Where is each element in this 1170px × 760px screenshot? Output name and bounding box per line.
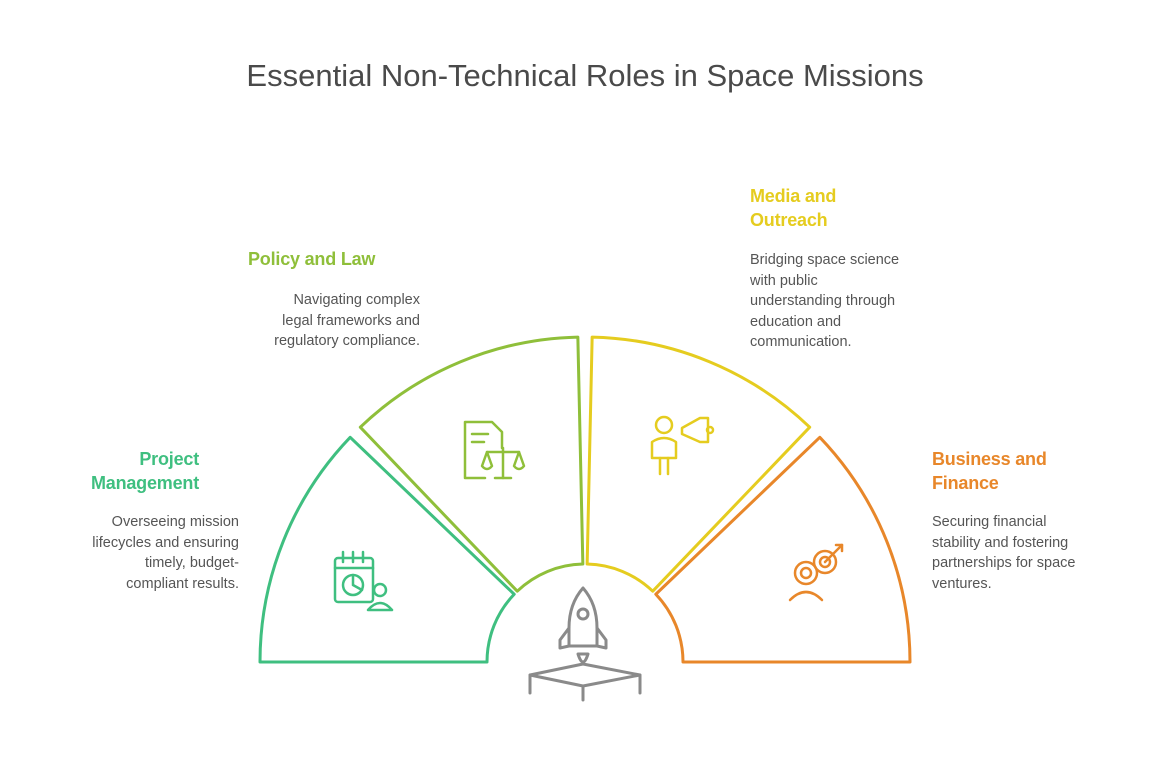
description-line: communication. <box>750 334 852 350</box>
description-line: with public <box>750 272 818 289</box>
segment-media-and-outreach <box>585 335 812 593</box>
description-line: legal frameworks and <box>282 312 420 329</box>
description-line: Navigating complex <box>293 292 420 308</box>
person-target-icon <box>788 543 844 602</box>
role-heading-project-management: Project Management <box>60 447 199 495</box>
description-line: stability and fostering <box>932 534 1069 551</box>
heading-line: Project <box>139 449 199 469</box>
description-line: timely, budget- <box>144 555 239 571</box>
heading-line: Media and <box>750 186 837 206</box>
description-line: lifecycles and ensuring <box>92 534 239 551</box>
description-line: Securing financial <box>932 514 1047 530</box>
description-line: ventures. <box>932 575 992 592</box>
role-description-project-management: Overseeing mission lifecycles and ensuri… <box>40 512 239 594</box>
role-heading-policy-and-law: Policy and Law <box>248 247 448 271</box>
segment-business-and-finance <box>654 435 912 664</box>
document-scales-icon <box>463 420 526 480</box>
description-line: compliant results. <box>126 575 239 592</box>
heading-line: Policy and Law <box>248 249 376 269</box>
role-description-policy-and-law: Navigating complex legal frameworks and … <box>220 290 420 352</box>
description-line: education and <box>750 313 842 330</box>
role-description-media-and-outreach: Bridging space science with public under… <box>750 250 950 353</box>
calendar-chart-person-icon <box>333 550 394 612</box>
role-heading-business-and-finance: Business and Finance <box>932 447 1132 495</box>
description-line: understanding through <box>750 293 896 309</box>
description-line: regulatory compliance. <box>274 333 420 349</box>
heading-line: Finance <box>932 473 999 493</box>
segment-project-management <box>258 435 516 664</box>
role-heading-media-and-outreach: Media and Outreach <box>750 184 950 232</box>
person-megaphone-icon <box>650 415 715 476</box>
page-title: Essential Non-Technical Roles in Space M… <box>246 58 924 93</box>
description-line: Bridging space science <box>750 252 900 268</box>
description-line: Overseeing mission <box>111 514 239 530</box>
segment-policy-and-law <box>358 335 585 593</box>
heading-line: Business and <box>932 449 1047 469</box>
role-description-business-and-finance: Securing financial stability and fosteri… <box>932 512 1132 594</box>
rocket-launch-icon <box>528 586 642 702</box>
heading-line: Management <box>90 473 199 493</box>
heading-line: Outreach <box>750 210 828 230</box>
description-line: partnerships for space <box>932 555 1076 571</box>
